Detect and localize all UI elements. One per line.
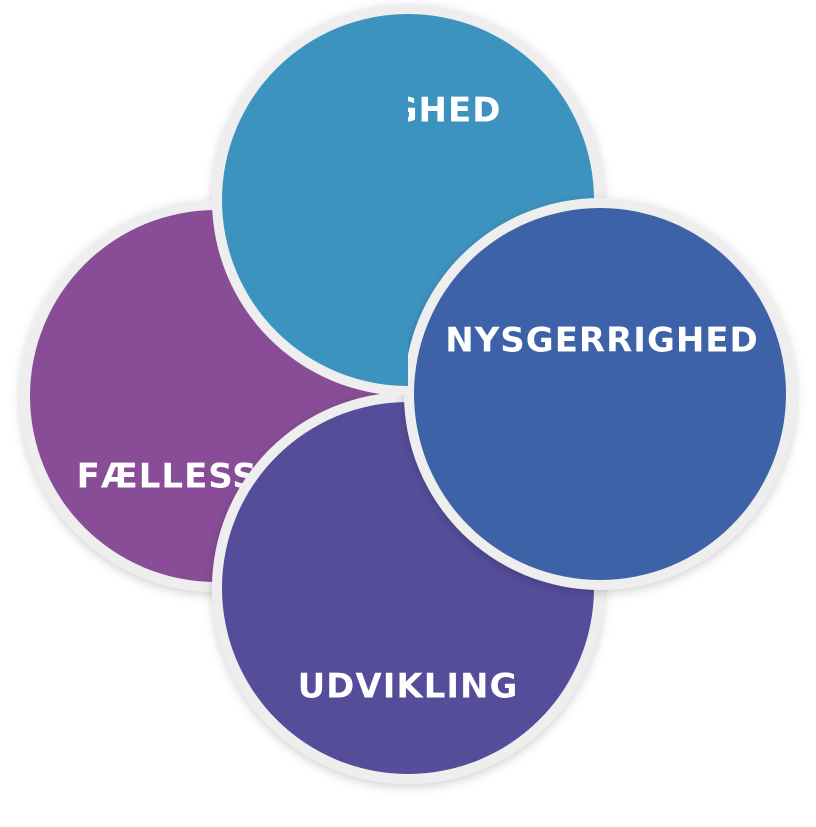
circle-nysgerrighed-label: NYSGERRIGHED bbox=[445, 321, 759, 361]
circle-nysgerrighed: NYSGERRIGHED bbox=[404, 198, 796, 590]
overlap-tryghed-over-faellesskab bbox=[212, 4, 408, 395]
circle-nysgerrighed-fill bbox=[414, 208, 786, 580]
circle-udvikling-label: UDVIKLING bbox=[298, 667, 519, 707]
overlap-tryghed-fill bbox=[222, 14, 408, 386]
